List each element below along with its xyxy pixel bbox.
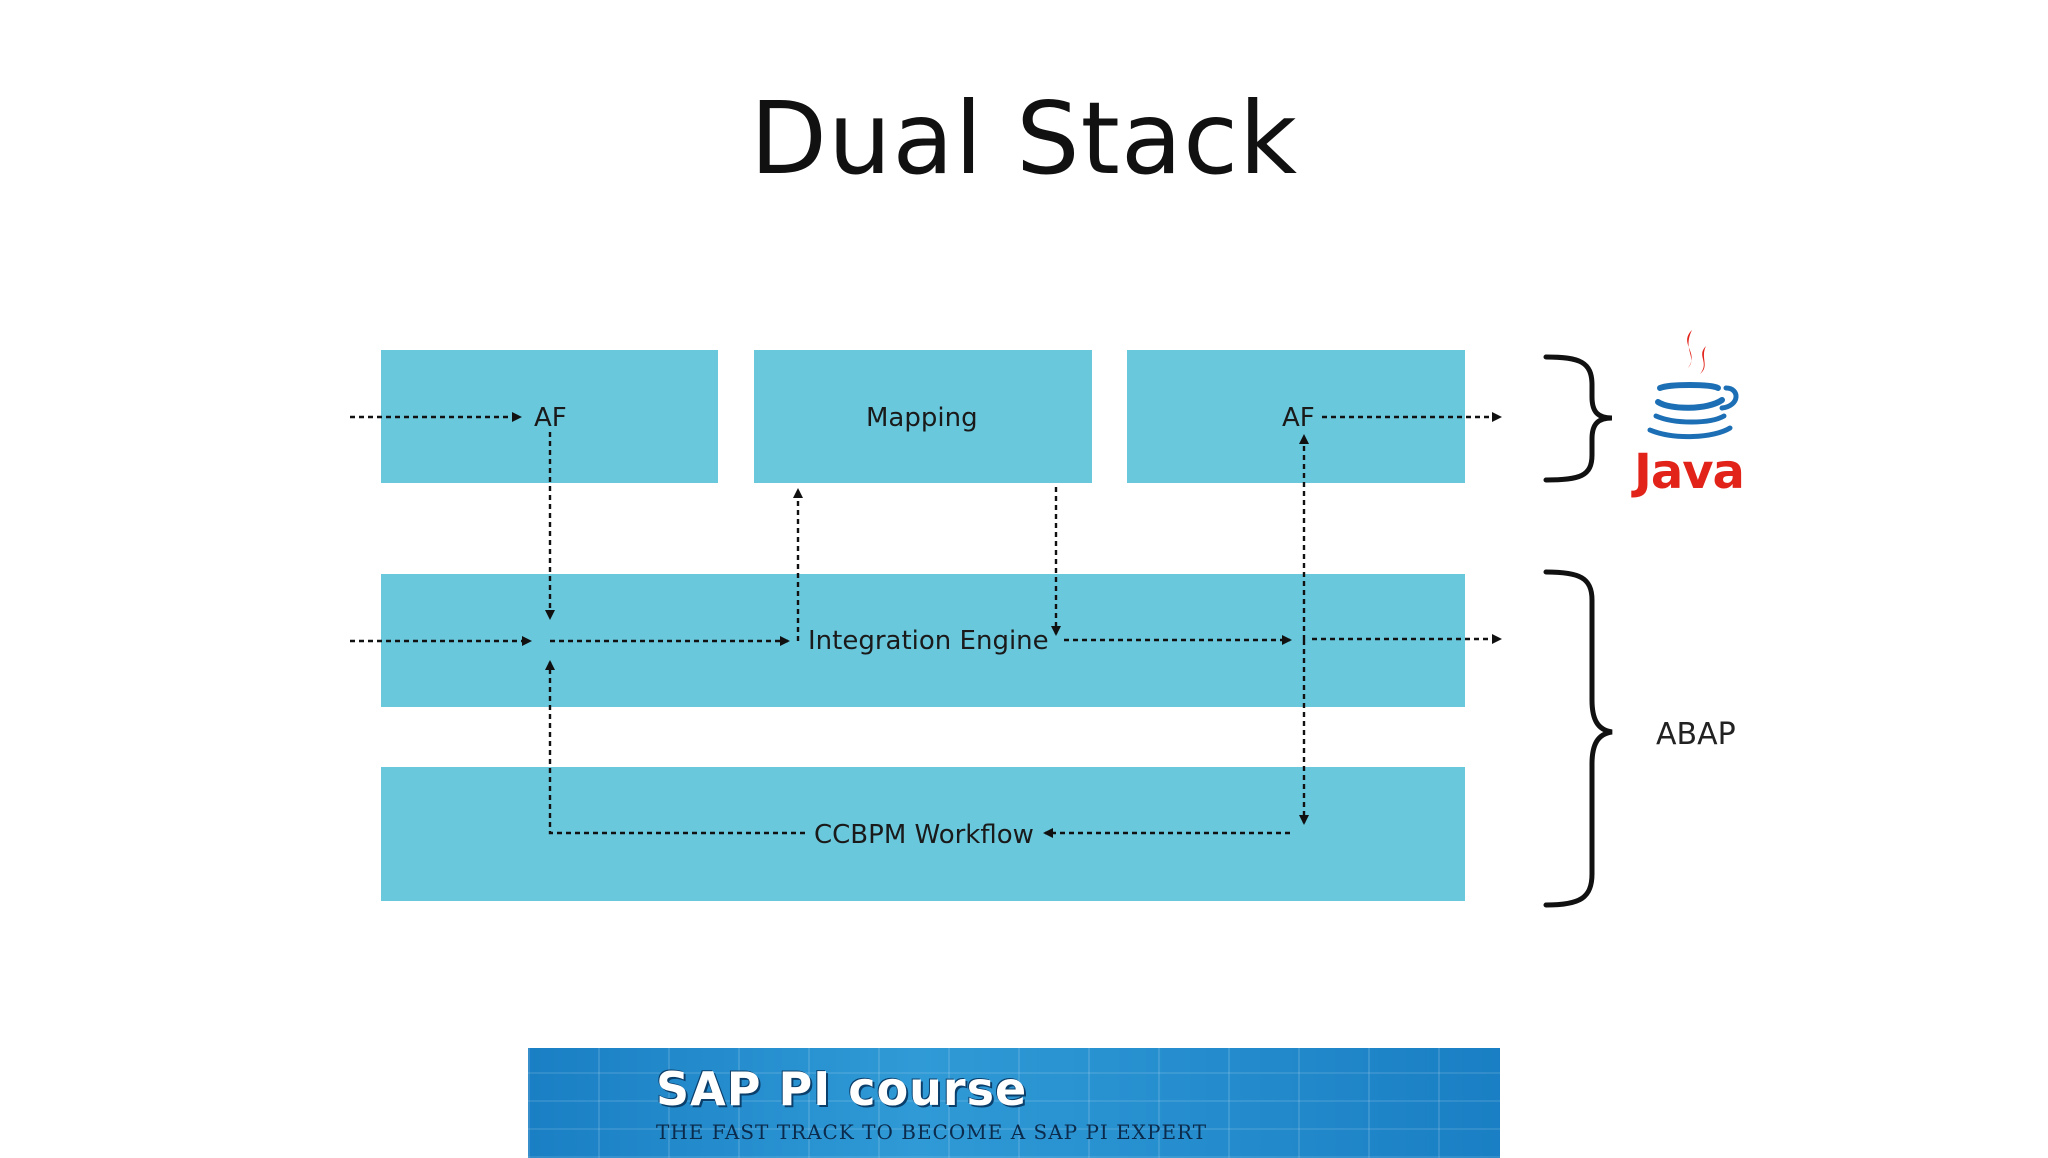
ccbpm-workflow-label: CCBPM Workflow <box>814 820 1034 850</box>
abap-label: ABAP <box>1656 717 1736 752</box>
af-right-label: AF <box>1282 403 1315 433</box>
integration-engine-label: Integration Engine <box>808 626 1049 656</box>
banner-grid-pattern <box>528 1048 1500 1158</box>
af-right-box <box>1127 350 1465 483</box>
mapping-box <box>754 350 1092 483</box>
arrow-ccbpm-to-ie <box>545 660 805 835</box>
banner-subtitle: THE FAST TRACK TO BECOME A SAP PI EXPERT <box>656 1120 1208 1144</box>
sap-pi-course-banner[interactable]: SAP PI course THE FAST TRACK TO BECOME A… <box>528 1048 1500 1158</box>
java-coffee-cup-icon <box>1647 330 1739 439</box>
java-label: Java <box>1634 444 1745 500</box>
af-left-label: AF <box>534 403 567 433</box>
banner-title: SAP PI course <box>656 1062 1028 1116</box>
curly-brace-icon <box>1543 569 1613 908</box>
curly-brace-icon <box>1543 354 1613 483</box>
java-logo: Java <box>1630 326 1750 500</box>
slide-title: Dual Stack <box>749 80 1299 197</box>
mapping-label: Mapping <box>866 403 978 433</box>
